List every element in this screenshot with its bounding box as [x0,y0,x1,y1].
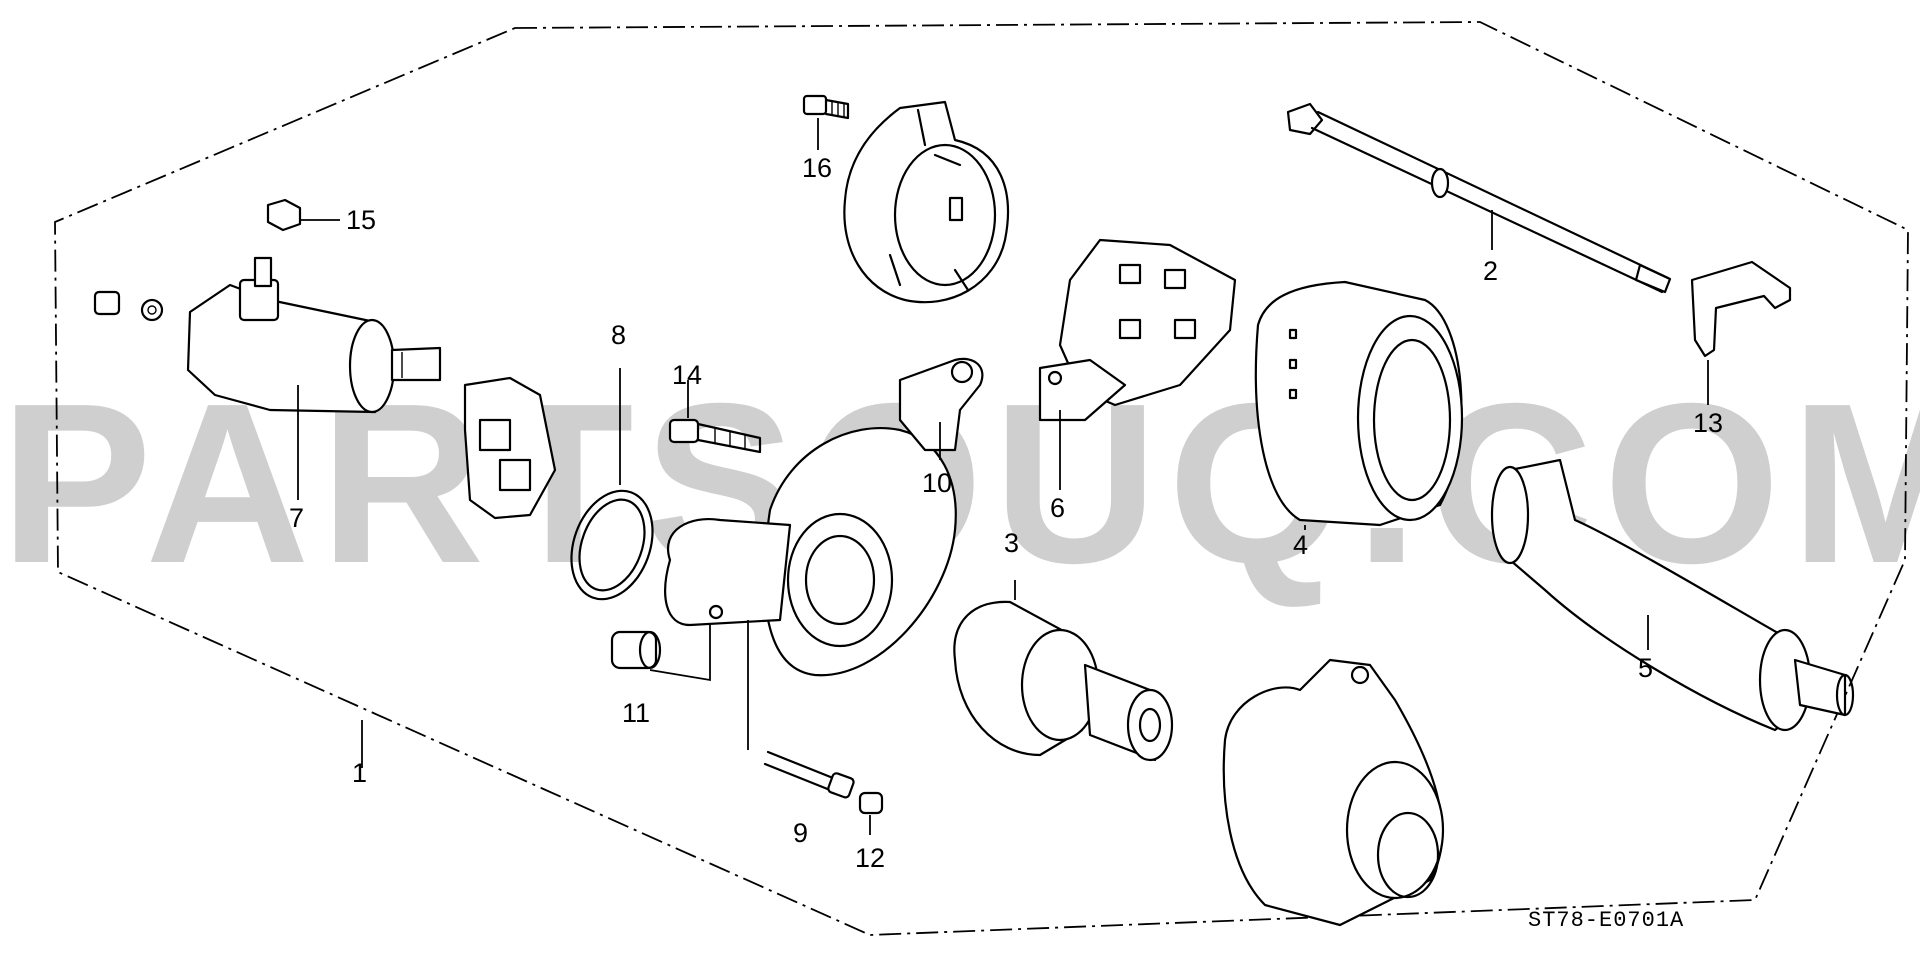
part-center-housing [664,427,957,677]
leader-lines [297,118,1709,835]
drawing-code: ST78-E0701A [1528,908,1685,933]
callout-12: 12 [855,843,886,873]
callout-7: 7 [289,503,305,533]
part-6-brush-holder [1038,238,1237,422]
part-11-plug [610,630,662,670]
part-3-pinion-clutch [953,600,1174,762]
part-front-housing [1222,658,1445,927]
callout-4: 4 [1293,530,1309,560]
part-8-o-ring [570,489,654,601]
part-14-bolt [668,418,762,454]
callout-14: 14 [672,360,703,390]
part-15-nut [266,198,302,232]
callout-3: 3 [1004,528,1020,558]
part-10-lever [898,357,984,452]
callout-9: 9 [793,818,809,848]
callout-11: 11 [622,698,651,728]
callout-1: 1 [352,758,368,788]
callout-2: 2 [1483,256,1499,286]
part-4-yoke [1254,280,1464,527]
callout-6: 6 [1050,493,1066,523]
callout-16: 16 [802,153,833,183]
callout-13: 13 [1693,408,1724,438]
callout-15: 15 [346,205,377,235]
part-13-bracket [1690,260,1792,358]
part-12-nut [858,791,884,815]
assembly-boundary [54,21,1909,936]
part-7-solenoid [93,256,442,414]
callout-8: 8 [611,320,627,350]
part-rear-cover [843,100,1009,304]
callout-5: 5 [1638,653,1654,683]
part-terminal-holder [463,376,557,520]
part-2-through-bolt [1286,102,1672,294]
part-9-bolt [763,750,855,799]
callout-10: 10 [922,468,953,498]
part-5-armature [1490,458,1855,732]
part-16-screw [802,94,850,120]
